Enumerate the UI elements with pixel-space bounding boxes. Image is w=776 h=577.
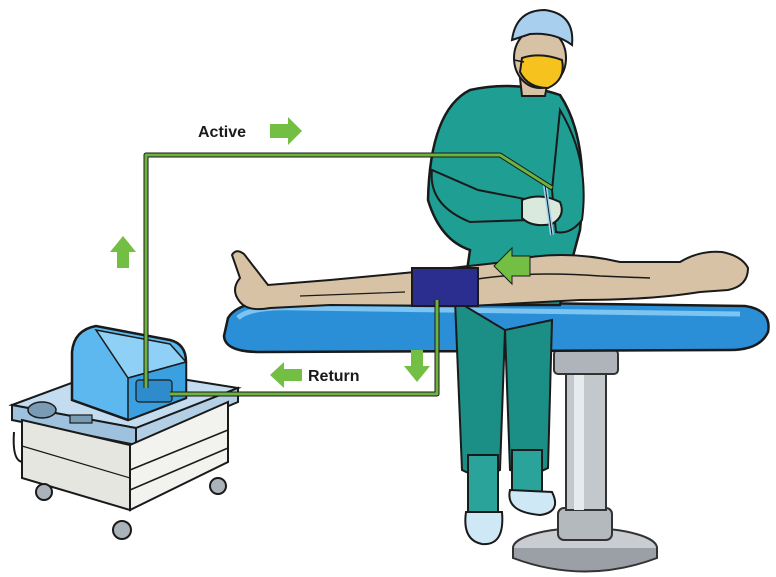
arrow-up-icon bbox=[110, 236, 136, 268]
return-label: Return bbox=[308, 368, 360, 385]
arrow-right-icon bbox=[270, 117, 302, 145]
arrow-left-icon bbox=[270, 362, 302, 388]
active-label: Active bbox=[198, 124, 246, 141]
return-pad bbox=[412, 268, 478, 306]
electrosurgical-generator bbox=[12, 326, 238, 539]
arrow-down-icon bbox=[404, 350, 430, 382]
